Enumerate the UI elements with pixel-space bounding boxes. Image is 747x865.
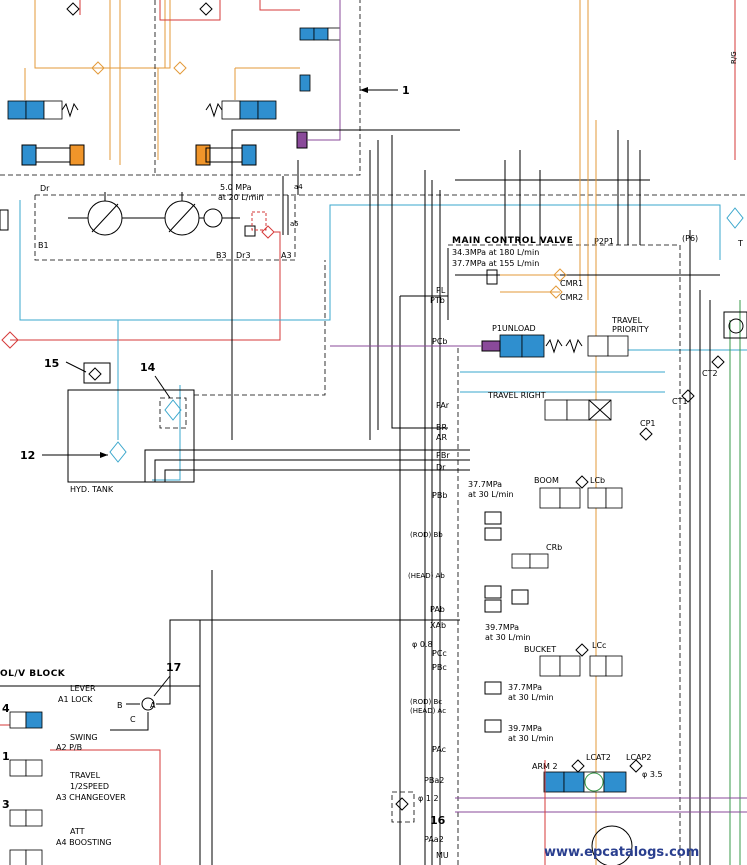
pl-label: PL: [436, 286, 446, 295]
sol-valve-block: OL/V BLOCK LEVER A1 LOCK 4 SWING A2 P/B …: [0, 570, 460, 865]
dr-mid-label: Dr: [436, 463, 446, 472]
head-ac-label: (HEAD) Ac: [410, 707, 446, 715]
pump-section: Dr 5.0 MPa at 20 L/min a4 a5 B1 B3 Dr3 A…: [0, 176, 303, 349]
port-c-label: C: [130, 715, 136, 724]
callout-15-label: 15: [44, 357, 59, 370]
pba2-label: PBa2: [424, 776, 444, 785]
pbb-label: PBb: [432, 491, 447, 500]
hyd-tank-label: HYD. TANK: [70, 485, 114, 494]
boom-pressure-2: at 30 L/min: [468, 490, 514, 499]
pcc-label: PCc: [432, 649, 447, 658]
callout-1: 1: [360, 84, 410, 97]
lcc-label: LCc: [592, 641, 606, 650]
port-a-label: A: [150, 701, 156, 710]
crb-label: CRb: [546, 543, 562, 552]
cmr1-label: CMR1: [560, 279, 583, 288]
pab-label: PAb: [430, 605, 445, 614]
lever-1: LEVER: [70, 684, 96, 693]
bucket-pressure-2: at 30 L/min: [485, 633, 531, 642]
relief-a-2: at 30 L/min: [508, 693, 554, 702]
phi12-label: φ 1.2: [418, 794, 439, 803]
pcb-label: PCb: [432, 337, 448, 346]
callout-14-label: 14: [140, 361, 156, 374]
lever-2: A1 LOCK: [58, 695, 93, 704]
a5-label: a5: [290, 220, 299, 228]
callout-1-label: 1: [402, 84, 410, 97]
watermark: www.epcatalogs.com: [544, 845, 699, 860]
p2p1-label: P2P1: [594, 237, 614, 246]
rod-bc-label: (ROD) Bc: [410, 698, 442, 706]
lcap2-label: LCAP2: [626, 753, 651, 762]
rg-label: R/G: [730, 51, 738, 64]
callout-12-label: 12: [20, 449, 35, 462]
tank-callouts: 12 14 15: [20, 357, 171, 462]
b1-label: B1: [38, 241, 49, 250]
ct1-label: CT1: [672, 397, 688, 406]
head-ab-label: (HEAD) Ab: [408, 572, 445, 580]
paa2-label: PAa2: [424, 835, 444, 844]
p1unload-label: P1UNLOAD: [492, 324, 536, 333]
travel-priority-2: PRIORITY: [612, 325, 649, 334]
pump-pressure-1: 5.0 MPa: [220, 183, 252, 192]
att-2: A4 BOOSTING: [56, 838, 112, 847]
boom-label: BOOM: [534, 476, 559, 485]
callout-16-label: 16: [430, 814, 446, 827]
ptb-label: PTb: [430, 296, 445, 305]
dr-top-label: Dr: [40, 184, 50, 193]
mcv-title: MAIN CONTROL VALVE: [452, 236, 573, 246]
a4-label: a4: [294, 183, 303, 191]
pbc-label: PBc: [432, 663, 447, 672]
travel-3: A3 CHANGEOVER: [56, 793, 126, 802]
mcv-pressure-1: 34.3MPa at 180 L/min: [452, 248, 539, 257]
phi35-label: φ 3.5: [642, 770, 663, 779]
pbr-label: PBr: [436, 451, 450, 460]
cmr2-label: CMR2: [560, 293, 583, 302]
swing-2: A2 P/B: [56, 743, 82, 752]
ct2-label: CT2: [702, 369, 718, 378]
sol-block-title: OL/V BLOCK: [0, 669, 66, 679]
lcb-label: LCb: [590, 476, 605, 485]
ar-label: AR: [436, 433, 447, 442]
callout-17-label: 17: [166, 661, 181, 674]
num-3-label: 3: [2, 798, 10, 811]
swing-1: SWING: [70, 733, 98, 742]
mcv-pressure-2: 37.7MPa at 155 L/min: [452, 259, 539, 268]
upper-control-section: [0, 0, 361, 195]
travel-right-label: TRAVEL RIGHT: [487, 391, 546, 400]
pump-pressure-2: at 20 L/min: [218, 193, 264, 202]
t-label: T: [737, 239, 743, 248]
bucket-label: BUCKET: [524, 645, 556, 654]
rod-bb-label: (ROD) Bb: [410, 531, 443, 539]
bucket-pressure-1: 39.7MPa: [485, 623, 519, 632]
hyd-tank: HYD. TANK: [67, 129, 470, 494]
dr3-label: Dr3: [236, 251, 251, 260]
main-control-valve: MAIN CONTROL VALVE 34.3MPa at 180 L/min …: [300, 0, 747, 865]
par-label: PAr: [436, 401, 450, 410]
right-edge: R/G T: [723, 51, 747, 339]
pac-label: PAc: [432, 745, 446, 754]
phi08-label: φ 0.8: [412, 640, 433, 649]
xab-label: XAb: [430, 621, 446, 630]
cp1-label: CP1: [640, 419, 656, 428]
relief-b-2: at 30 L/min: [508, 734, 554, 743]
callout-16: φ 1.2 16: [391, 791, 446, 827]
relief-b-1: 39.7MPa: [508, 724, 542, 733]
num-4-label: 4: [2, 702, 10, 715]
att-1: ATT: [70, 827, 85, 836]
travel-priority-1: TRAVEL: [611, 316, 643, 325]
br-label: BR: [436, 423, 447, 432]
lcat2-label: LCAT2: [586, 753, 611, 762]
num-1-label: 1: [2, 750, 10, 763]
travel-1: TRAVEL: [69, 771, 101, 780]
mu-label: MU: [436, 851, 449, 860]
relief-a-1: 37.7MPa: [508, 683, 542, 692]
port-b-label: B: [117, 701, 123, 710]
travel-2: 1/2SPEED: [70, 782, 109, 791]
b3-label: B3: [216, 251, 227, 260]
a3-label: A3: [281, 251, 292, 260]
boom-pressure-1: 37.7MPa: [468, 480, 502, 489]
